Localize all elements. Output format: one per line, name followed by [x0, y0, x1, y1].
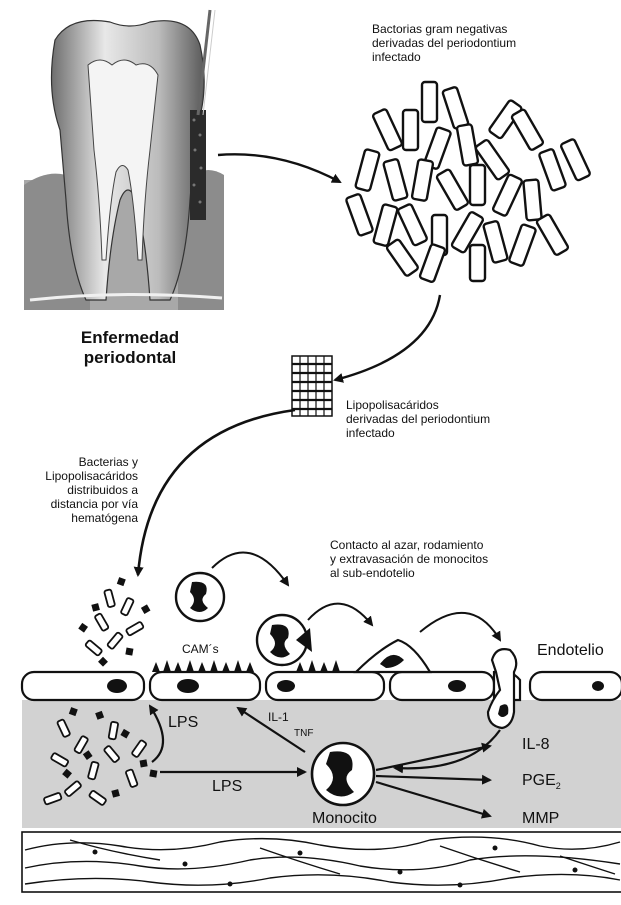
- monocyte-subendothelial: [312, 743, 374, 805]
- arrow-lps-to-bloodstream: [138, 410, 295, 575]
- lipopolysaccharide-grid-icon: [292, 356, 332, 416]
- cam-adhesion-molecules: [152, 660, 340, 672]
- monocyte-adhering: [356, 640, 430, 672]
- connective-tissue-layer: [22, 832, 621, 892]
- mmp-label: MMP: [522, 810, 559, 828]
- arrow-tooth-to-bacteria: [218, 154, 340, 182]
- monocyte-rolling: [257, 615, 312, 665]
- pge-subscript: 2: [556, 781, 561, 791]
- pge-text: PGE: [522, 772, 556, 789]
- periodontal-disease-label: Enfermedad periodontal: [60, 328, 200, 368]
- monocyte-free: [176, 573, 224, 621]
- endothelium-label: Endotelio: [537, 642, 604, 660]
- cams-label: CAM´s: [182, 642, 219, 656]
- lipopolysaccharide-label: Lipopolisacáridos derivadas del periodon…: [346, 398, 490, 440]
- lps-label-upper: LPS: [168, 714, 198, 732]
- il8-label: IL-8: [522, 736, 550, 754]
- lps-label-lower: LPS: [212, 778, 242, 796]
- hematogenous-distribution-label: Bacterias y Lipopolisacáridos distribuid…: [40, 455, 138, 525]
- bacteria-label: Bactorias gram negativas derivadas del p…: [372, 22, 516, 64]
- pge2-label: PGE2: [522, 772, 561, 795]
- il1-label: IL-1: [268, 710, 289, 724]
- monocyte-label: Monocito: [312, 810, 377, 828]
- arrow-bacteria-to-lps: [335, 295, 440, 380]
- bacteria-cluster: [346, 82, 591, 283]
- tooth-illustration: [24, 10, 224, 310]
- tnf-label: TNF: [294, 728, 313, 739]
- monocyte-extravasation-label: Contacto al azar, rodamiento y extravasa…: [330, 538, 488, 580]
